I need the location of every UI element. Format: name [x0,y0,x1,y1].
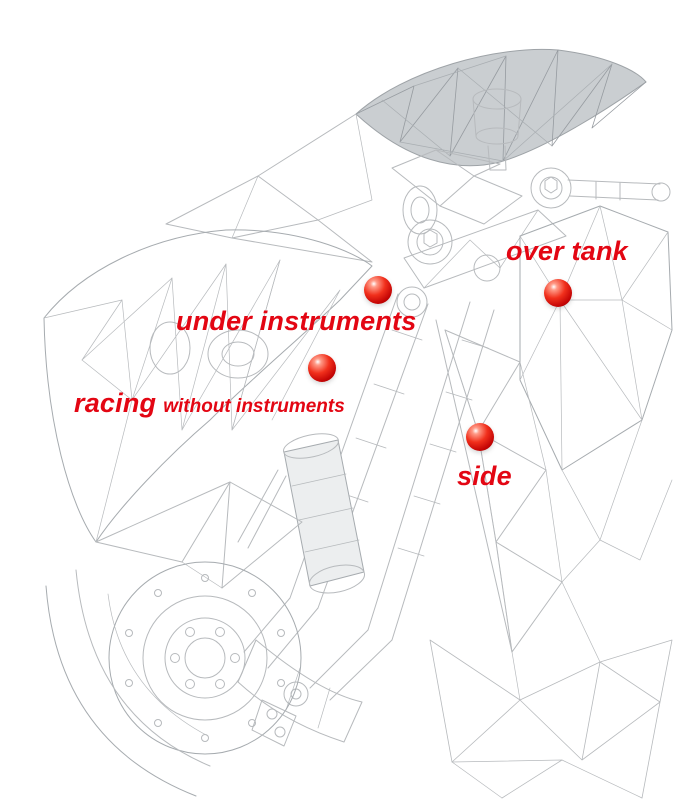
position-label-primary: over tank [506,236,628,266]
position-dot-racing-without-instruments [308,354,336,382]
position-dot-over-tank [544,279,572,307]
reservoir-mesh [472,88,522,171]
position-label-primary: side [457,461,512,491]
windscreen-mesh [355,48,647,167]
grip-mesh [237,433,366,594]
position-label-secondary: without instruments [163,396,345,417]
position-label-racing-without-instruments: racing without instruments [74,390,345,417]
position-label-side: side [457,463,512,490]
wheel-mesh [45,561,302,797]
position-dot-side [466,423,494,451]
fairing-mesh [43,229,373,589]
position-label-under-instruments: under instruments [176,308,416,335]
position-label-over-tank: over tank [506,238,628,265]
position-dot-under-instruments [364,276,392,304]
position-label-primary: racing [74,388,157,418]
position-label-primary: under instruments [176,306,417,336]
